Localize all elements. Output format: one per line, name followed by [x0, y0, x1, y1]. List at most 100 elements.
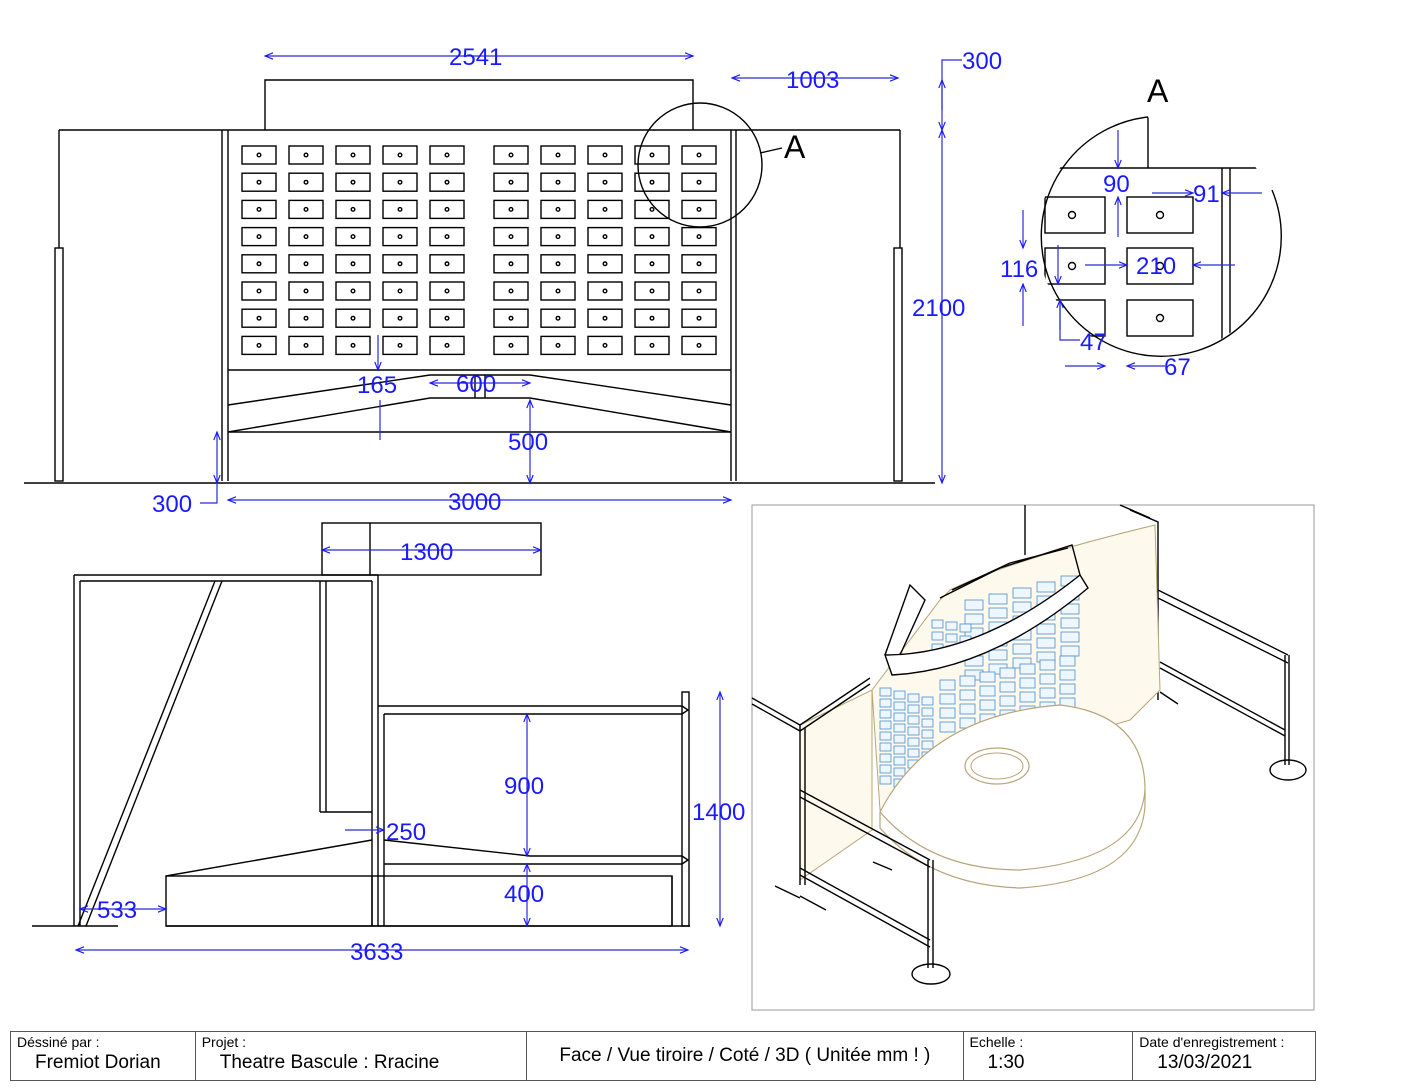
- drawer: [493, 226, 529, 247]
- drawer: [335, 172, 371, 192]
- iso-drawer: [879, 720, 892, 730]
- front-view: A 2541 1003 300 2100 165 600 500 300: [24, 44, 1002, 518]
- drawer: [540, 308, 576, 328]
- iso-drawer: [999, 681, 1016, 693]
- iso-drawer: [939, 693, 956, 705]
- drawer: [493, 281, 529, 301]
- scale-cell: Echelle : 1:30: [964, 1032, 1134, 1080]
- iso-drawer: [893, 734, 906, 744]
- detail-callout-label: A: [784, 129, 806, 165]
- iso-drawer: [921, 696, 934, 706]
- drawer: [587, 281, 623, 301]
- dim-side-offset: 91: [1193, 181, 1220, 208]
- drawer: [288, 172, 324, 192]
- drawer: [241, 308, 277, 328]
- iso-drawer: [879, 742, 892, 752]
- drawer: [634, 199, 670, 220]
- iso-drawer: [907, 726, 920, 736]
- dim-gap-horizontal: 67: [1164, 354, 1191, 381]
- drawer: [587, 145, 623, 165]
- iso-drawer: [1039, 659, 1056, 671]
- iso-drawer: [1059, 655, 1076, 667]
- iso-drawer: [1059, 669, 1076, 681]
- iso-drawer: [939, 679, 956, 691]
- iso-drawer: [959, 689, 976, 701]
- drawer: [429, 145, 465, 165]
- iso-drawer: [979, 685, 996, 697]
- iso-drawer: [1012, 587, 1032, 599]
- iso-drawer: [907, 737, 920, 747]
- iso-drawer: [931, 631, 944, 641]
- iso-drawer: [988, 593, 1008, 605]
- iso-drawer: [921, 740, 934, 750]
- drawer: [681, 281, 717, 301]
- front-view-outline: [24, 79, 935, 484]
- iso-drawer: [931, 619, 944, 629]
- dim-drawer-width: 210: [1136, 253, 1176, 280]
- drawer: [288, 199, 324, 220]
- dim-upper-height: 900: [504, 773, 544, 800]
- drawer: [429, 199, 465, 220]
- dim-top-depth: 1300: [400, 539, 453, 566]
- drawer: [634, 308, 670, 328]
- project-label: Projet :: [201, 1034, 247, 1050]
- iso-drawer: [893, 701, 906, 711]
- drawer: [241, 145, 277, 165]
- drawer: [587, 308, 623, 328]
- iso-drawer: [1036, 581, 1056, 593]
- iso-drawer: [999, 667, 1016, 679]
- drawer: [587, 254, 623, 274]
- drawer: [540, 199, 576, 220]
- drawer: [634, 254, 670, 274]
- drawer: [493, 172, 529, 192]
- title-block: Déssiné par : Fremiot Dorian Projet : Th…: [10, 1031, 1316, 1081]
- iso-drawer: [907, 693, 920, 703]
- iso-drawer: [921, 718, 934, 728]
- drawer: [540, 172, 576, 192]
- drawer: [681, 335, 717, 356]
- views-cell: Face / Vue tiroire / Coté / 3D ( Unitée …: [527, 1032, 964, 1080]
- drawer: [335, 145, 371, 165]
- drawer: [634, 145, 670, 165]
- iso-view-frame: [751, 504, 1315, 1011]
- side-view-outline: [32, 522, 690, 927]
- iso-drawer: [1019, 663, 1036, 675]
- iso-drawer: [907, 715, 920, 725]
- iso-drawer: [1019, 691, 1036, 703]
- project-cell: Projet : Theatre Bascule : Rracine: [196, 1032, 528, 1080]
- iso-drawer: [1060, 645, 1080, 657]
- drawn-by-cell: Déssiné par : Fremiot Dorian: [11, 1032, 196, 1080]
- side-view: 1300 900 250 1400 400 533 3633: [32, 522, 745, 966]
- drawer: [382, 172, 418, 192]
- dim-base-height: 300: [152, 491, 192, 518]
- drawer: [429, 335, 465, 356]
- detail-view: A 90 91: [1000, 73, 1282, 381]
- drawer: [540, 145, 576, 165]
- iso-drawer: [979, 671, 996, 683]
- iso-drawer: [879, 709, 892, 719]
- detail-view-label: A: [1147, 73, 1169, 109]
- drawer: [288, 281, 324, 301]
- dim-counter-height: 500: [508, 429, 548, 456]
- drawer: [288, 145, 324, 165]
- drawer: [335, 226, 371, 247]
- detail-dimensions: 90 91 116 210 47 67: [1000, 130, 1262, 381]
- iso-drawer: [1060, 617, 1080, 629]
- iso-drawer: [988, 649, 1008, 661]
- drawer: [587, 172, 623, 192]
- detail-circle: [1040, 116, 1282, 357]
- dim-gap-vertical: 47: [1080, 329, 1107, 356]
- drawer: [382, 226, 418, 247]
- date-cell: Date d'enregistrement : 13/03/2021: [1133, 1032, 1315, 1080]
- iso-drawer: [959, 623, 972, 633]
- drawer: [382, 145, 418, 165]
- drawer: [493, 308, 529, 328]
- iso-drawer: [1036, 623, 1056, 635]
- drawer: [429, 281, 465, 301]
- iso-drawer: [1012, 601, 1032, 613]
- drawer: [493, 335, 529, 356]
- drawer: [288, 226, 324, 247]
- scale-label: Echelle :: [969, 1034, 1024, 1050]
- dim-ledge: 250: [386, 819, 426, 846]
